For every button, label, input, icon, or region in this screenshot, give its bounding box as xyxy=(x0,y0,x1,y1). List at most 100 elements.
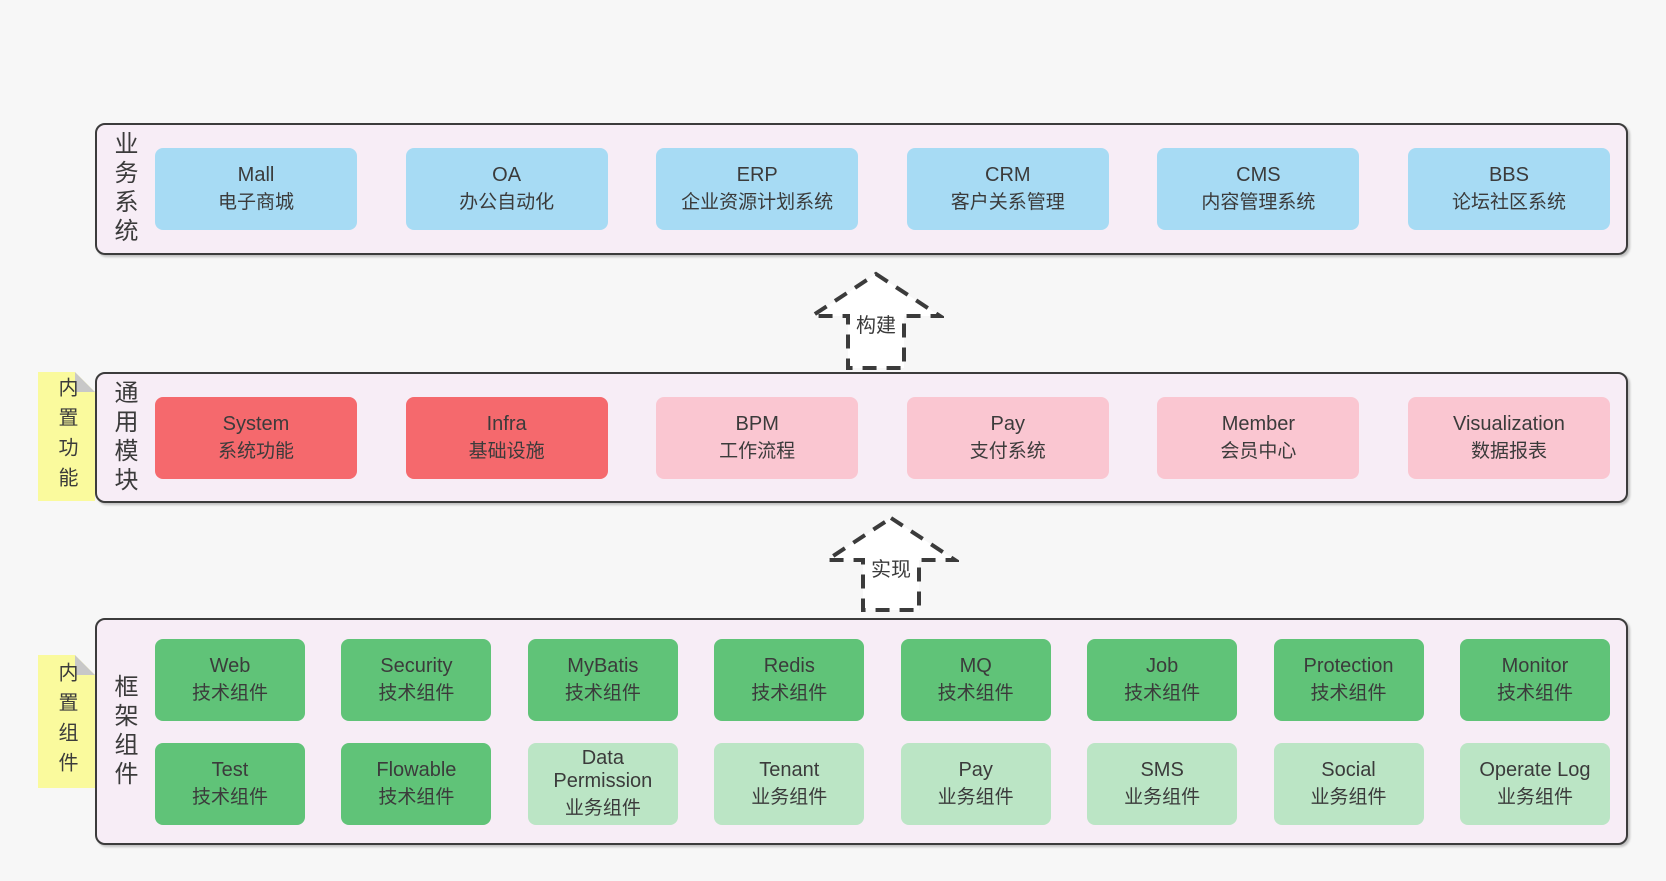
box-mall: Mall 电子商城 xyxy=(155,148,357,230)
box-title: CMS xyxy=(1236,164,1281,187)
box-subtitle: 技术组件 xyxy=(191,682,268,704)
box-title: Infra xyxy=(486,412,527,435)
box-subtitle: 论坛社区系统 xyxy=(1451,192,1566,214)
box-subtitle: 办公自动化 xyxy=(459,192,555,214)
box-title: Member xyxy=(1221,412,1296,435)
box-subtitle: 业务组件 xyxy=(1496,786,1573,808)
box-subtitle: 基础设施 xyxy=(468,440,545,462)
box-test: Test 技术组件 xyxy=(155,742,305,825)
implement-arrow-icon: 实现 xyxy=(823,515,959,612)
box-subtitle: 技术组件 xyxy=(1496,682,1573,704)
box-title: CRM xyxy=(985,164,1031,187)
box-subtitle: 技术组件 xyxy=(378,786,455,808)
modules-boxes-row: System 系统功能 Infra 基础设施 BPM 工作流程 Pay 支付系统… xyxy=(155,374,1610,501)
box-title: Redis xyxy=(763,654,815,677)
box-system: System 系统功能 xyxy=(155,396,357,479)
box-bbs: BBS 论坛社区系统 xyxy=(1407,148,1610,230)
box-title: Monitor xyxy=(1501,654,1569,677)
box-pay: Pay 支付系统 xyxy=(906,396,1109,479)
box-subtitle: 内容管理系统 xyxy=(1201,192,1316,214)
box-subtitle: 客户关系管理 xyxy=(950,192,1065,214)
box-title: Protection xyxy=(1303,654,1394,677)
sticky-label: 内置组件 xyxy=(55,661,77,782)
box-member: Member 会员中心 xyxy=(1157,396,1360,479)
box-title: Mall xyxy=(237,164,275,187)
box-crm: CRM 客户关系管理 xyxy=(906,148,1109,230)
box-title: System xyxy=(222,412,290,435)
box-title: Web xyxy=(209,654,251,677)
box-subtitle: 技术组件 xyxy=(937,682,1014,704)
arrow-label: 构建 xyxy=(856,314,896,337)
box-title: Flowable xyxy=(376,758,457,781)
box-infra: Infra 基础设施 xyxy=(405,396,608,479)
box-oa: OA 办公自动化 xyxy=(405,148,608,230)
box-title: Pay xyxy=(958,758,993,781)
box-title: OA xyxy=(492,164,522,187)
box-subtitle: 电子商城 xyxy=(217,192,294,214)
box-subtitle: 技术组件 xyxy=(1310,682,1387,704)
box-job: Job 技术组件 xyxy=(1087,638,1238,721)
box-title: MQ xyxy=(959,654,992,677)
sticky-note-builtin-features: 内置功能 xyxy=(38,372,95,501)
arrow-outline xyxy=(823,515,959,612)
box-erp: ERP 企业资源计划系统 xyxy=(656,148,859,230)
box-tenant: Tenant 业务组件 xyxy=(714,742,865,825)
box-operate-log: Operate Log 业务组件 xyxy=(1459,742,1610,825)
box-title: BPM xyxy=(735,412,779,435)
arrow-outline xyxy=(808,271,944,370)
box-cms: CMS 内容管理系统 xyxy=(1157,148,1360,230)
box-redis: Redis 技术组件 xyxy=(714,638,865,721)
box-subtitle: 支付系统 xyxy=(969,440,1046,462)
box-subtitle: 业务组件 xyxy=(564,798,641,820)
build-arrow-icon: 构建 xyxy=(808,271,944,370)
box-subtitle: 技术组件 xyxy=(564,682,641,704)
box-title: Job xyxy=(1145,654,1179,677)
box-subtitle: 技术组件 xyxy=(1124,682,1201,704)
box-web: Web 技术组件 xyxy=(155,638,305,721)
section-framework-components: 框架组件 Web 技术组件 Security 技术组件 MyBatis 技术组件… xyxy=(95,618,1628,845)
components-row-1: Web 技术组件 Security 技术组件 MyBatis 技术组件 Redi… xyxy=(155,638,1610,721)
box-subtitle: 技术组件 xyxy=(751,682,828,704)
box-title: Security xyxy=(380,654,453,677)
components-rows: Web 技术组件 Security 技术组件 MyBatis 技术组件 Redi… xyxy=(155,638,1610,825)
business-boxes-row: Mall 电子商城 OA 办公自动化 ERP 企业资源计划系统 CRM 客户关系… xyxy=(155,125,1610,253)
box-title: Social xyxy=(1321,758,1376,781)
section-label-common-modules: 通用模块 xyxy=(110,379,137,496)
box-subtitle: 技术组件 xyxy=(191,786,268,808)
box-flowable: Flowable 技术组件 xyxy=(341,742,492,825)
box-pay-component: Pay 业务组件 xyxy=(900,742,1051,825)
box-protection: Protection 技术组件 xyxy=(1273,638,1424,721)
box-title: Visualization xyxy=(1453,412,1565,435)
box-title: Tenant xyxy=(759,758,820,781)
box-mybatis: MyBatis 技术组件 xyxy=(527,638,678,721)
arrow-label: 实现 xyxy=(871,558,911,581)
box-subtitle: 技术组件 xyxy=(378,682,455,704)
section-label-business-systems: 业务系统 xyxy=(110,131,137,247)
box-visualization: Visualization 数据报表 xyxy=(1407,396,1610,479)
box-mq: MQ 技术组件 xyxy=(900,638,1051,721)
box-subtitle: 业务组件 xyxy=(937,786,1014,808)
box-title: Operate Log xyxy=(1479,758,1591,781)
box-security: Security 技术组件 xyxy=(341,638,492,721)
box-title: Data Permission xyxy=(553,747,653,793)
box-title: ERP xyxy=(736,164,778,187)
box-subtitle: 会员中心 xyxy=(1220,440,1297,462)
section-business-systems: 业务系统 Mall 电子商城 OA 办公自动化 ERP 企业资源计划系统 CRM… xyxy=(95,123,1628,255)
box-title: Pay xyxy=(990,412,1026,435)
sticky-label: 内置功能 xyxy=(55,376,77,497)
box-subtitle: 业务组件 xyxy=(1310,786,1387,808)
box-title: MyBatis xyxy=(567,654,639,677)
box-monitor: Monitor 技术组件 xyxy=(1459,638,1610,721)
box-data-permission: Data Permission 业务组件 xyxy=(527,742,678,825)
box-social: Social 业务组件 xyxy=(1273,742,1424,825)
box-bpm: BPM 工作流程 xyxy=(656,396,859,479)
box-subtitle: 业务组件 xyxy=(1124,786,1201,808)
section-common-modules: 通用模块 System 系统功能 Infra 基础设施 BPM 工作流程 Pay… xyxy=(95,372,1628,503)
box-sms: SMS 业务组件 xyxy=(1087,742,1238,825)
box-subtitle: 业务组件 xyxy=(751,786,828,808)
box-subtitle: 工作流程 xyxy=(719,440,796,462)
box-subtitle: 数据报表 xyxy=(1470,440,1547,462)
box-title: BBS xyxy=(1488,164,1529,187)
components-row-2: Test 技术组件 Flowable 技术组件 Data Permission … xyxy=(155,742,1610,825)
